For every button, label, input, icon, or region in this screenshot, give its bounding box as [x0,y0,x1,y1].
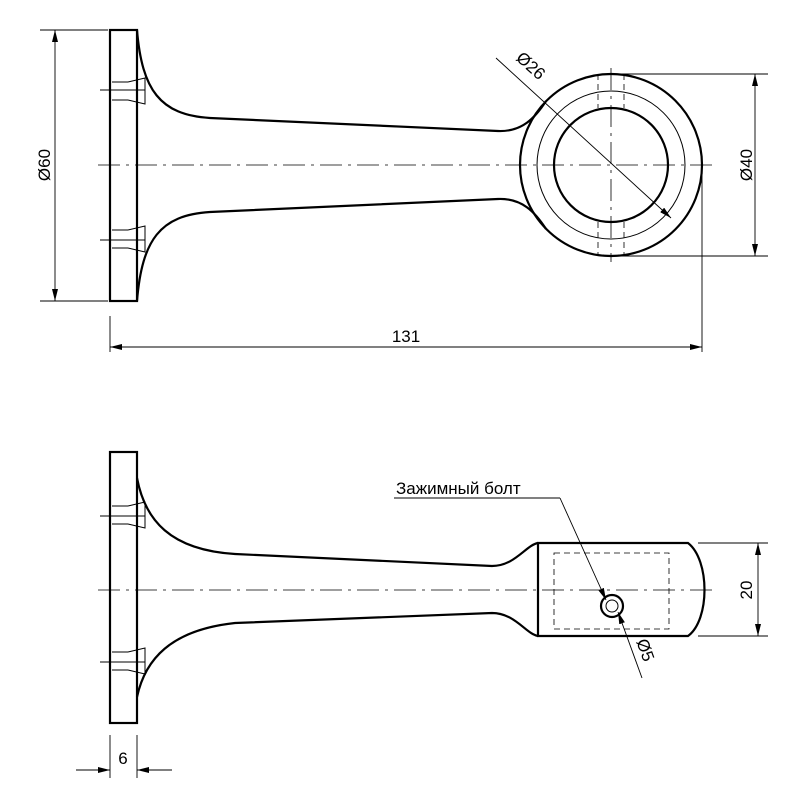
dim-length-131: 131 [109,165,703,352]
bottom-arm-outline [135,477,539,698]
dim-diameter-60-text: Ø60 [35,149,54,181]
clamp-bolt-inner [605,599,619,613]
dim-diameter-5-text: Ø5 [632,636,658,664]
clamp-bolt-outer [599,593,625,619]
ring-inner-circle [552,106,670,224]
dim-diameter-60: Ø60 [35,29,108,302]
dim-height-20: 20 [698,542,768,637]
clamp-hidden-inner [553,552,670,630]
clamp-bolt-callout: Зажимный болт [394,479,607,601]
ring-mid-circle [536,90,686,240]
bottom-screw-holes [100,501,146,675]
dim-diameter-5: Ø5 [617,611,658,679]
top-screw-holes [100,77,146,253]
ring-bolt-hidden-lines [597,74,625,256]
top-wall-flange [108,28,139,303]
dim-diameter-40-text: Ø40 [737,149,756,181]
dim-thickness-6: 6 [76,735,172,778]
bottom-view: Зажимный болт Ø5 20 6 [76,450,768,778]
top-view: Ø60 Ø26 Ø40 131 [35,28,768,352]
clamp-bolt-callout-text: Зажимный болт [396,479,521,498]
top-arm-outline [135,29,547,302]
dim-height-20-text: 20 [737,581,756,600]
clamp-end-outline [536,541,706,638]
dim-diameter-40: Ø40 [611,73,768,257]
bottom-wall-flange [108,450,139,725]
dim-length-131-text: 131 [392,327,420,346]
dim-thickness-6-text: 6 [118,749,127,768]
